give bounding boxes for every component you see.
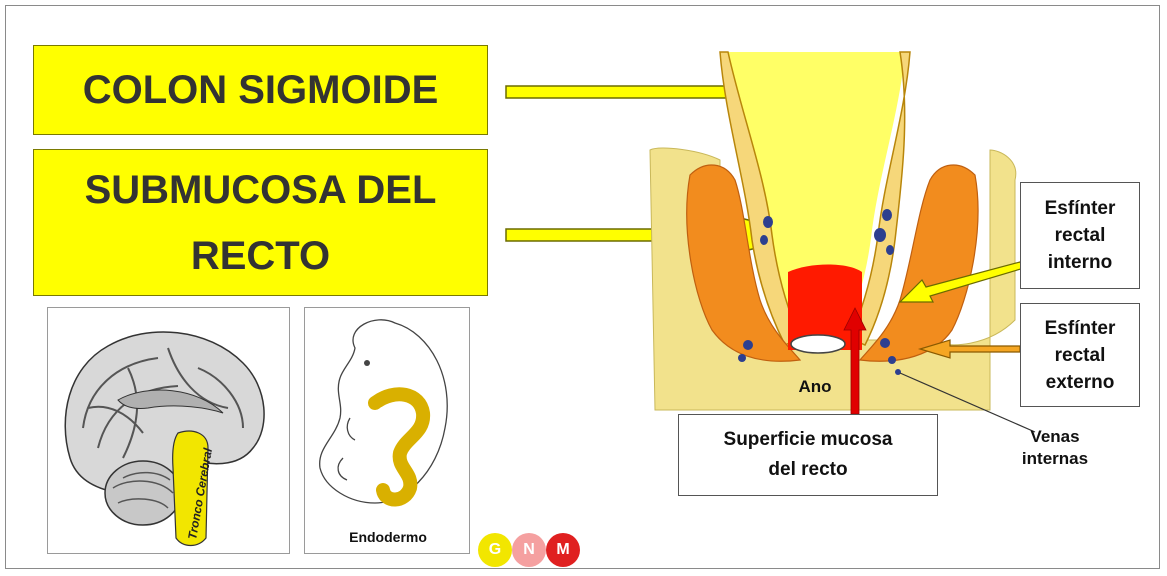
gnm-logo-m: M	[546, 533, 580, 567]
right-sphincter	[858, 164, 979, 362]
gnm-logo-n: N	[512, 533, 546, 567]
mucosa-surface	[788, 264, 862, 350]
arrow-external-sphincter	[917, 339, 1021, 359]
gnm-logo: G N M	[478, 533, 580, 567]
gnm-logo-g: G	[478, 533, 512, 567]
esfinter-interno-label: Esfínter rectal interno	[1020, 182, 1140, 289]
venas-internas-label: Venas internas	[1021, 427, 1089, 468]
arrow-internal-sphincter	[898, 261, 1025, 303]
anus-opening	[790, 334, 846, 354]
internal-veins	[738, 209, 901, 375]
endodermo-label: Endodermo	[349, 529, 427, 545]
red-arrow-mucosa	[843, 307, 867, 415]
ano-label: Ano	[798, 377, 832, 396]
brain-illustration: Tronco Cerebral	[64, 331, 265, 547]
submucosa-recto-label: SUBMUCOSA DEL RECTO	[84, 167, 437, 278]
submucosa-recto-box: SUBMUCOSA DEL RECTO	[33, 149, 488, 296]
rectum-lumen	[725, 52, 905, 330]
embryo-illustration	[319, 319, 448, 507]
veins-pointer	[899, 372, 1036, 433]
esfinter-externo-label: Esfínter rectal externo	[1020, 303, 1140, 407]
colon-sigmoide-box: COLON SIGMOIDE	[33, 45, 488, 135]
embryo-thumbnail: Endodermo	[304, 307, 470, 554]
superficie-mucosa-label: Superficie mucosa del recto	[678, 414, 938, 496]
brain-thumbnail: Tronco Cerebral	[47, 307, 290, 554]
colon-sigmoide-label: COLON SIGMOIDE	[82, 67, 439, 112]
